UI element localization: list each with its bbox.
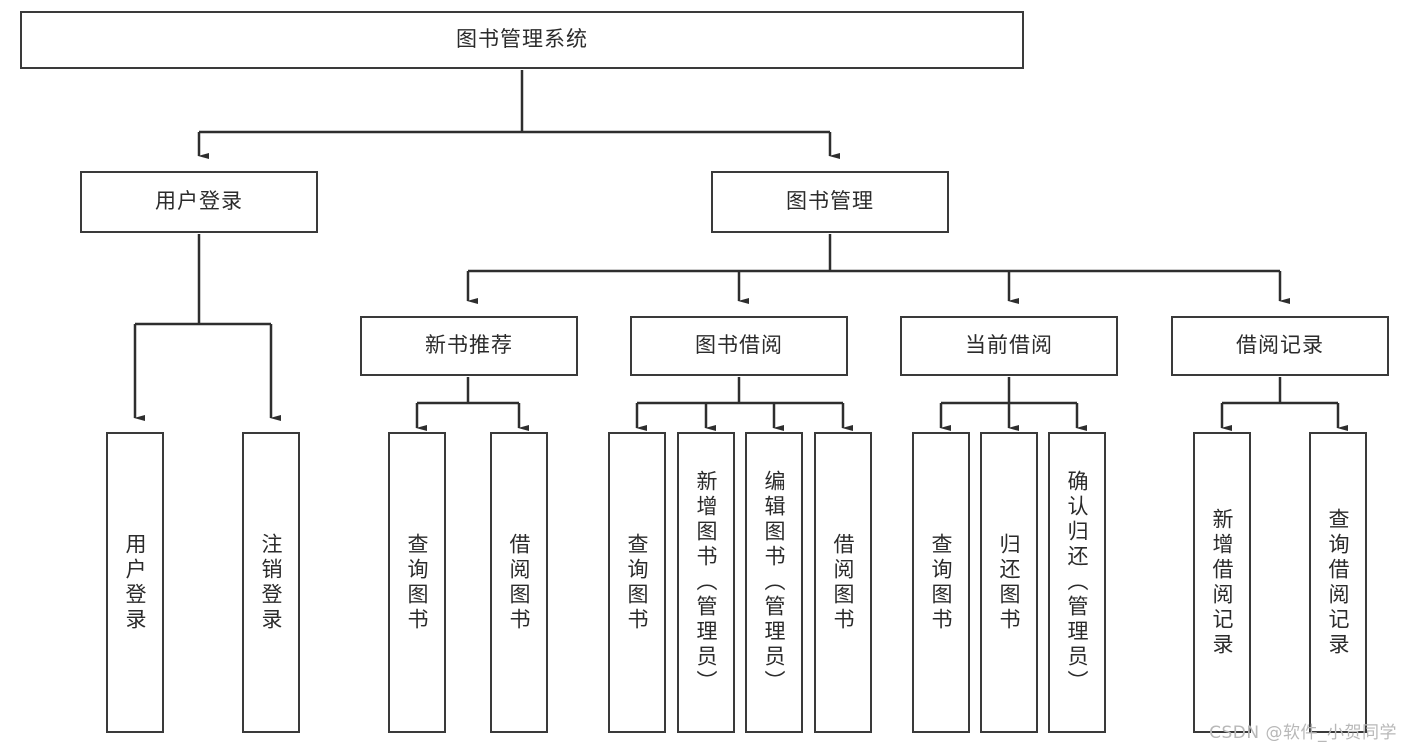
- node-book-borrow[interactable]: 图书借阅: [630, 316, 848, 376]
- node-leaf-user-logout-label: 注销登录: [259, 532, 284, 633]
- node-leaf-query-book-3-label: 查询图书: [929, 532, 954, 633]
- node-leaf-query-book-2-label: 查询图书: [625, 532, 650, 633]
- node-leaf-add-record-label: 新增借阅记录: [1210, 507, 1235, 658]
- node-leaf-return-book[interactable]: 归还图书: [980, 432, 1038, 733]
- node-current-borrow-label: 当前借阅: [965, 333, 1053, 358]
- node-new-book-recommend-label: 新书推荐: [425, 333, 513, 358]
- node-leaf-borrow-book-1[interactable]: 借阅图书: [490, 432, 548, 733]
- node-user-login-label: 用户登录: [155, 189, 243, 214]
- node-leaf-user-login-label: 用户登录: [123, 532, 148, 633]
- node-leaf-confirm-return-label: 确认归还（管理员）: [1065, 470, 1090, 695]
- node-user-login[interactable]: 用户登录: [80, 171, 318, 233]
- node-leaf-borrow-book-1-label: 借阅图书: [507, 532, 532, 633]
- node-book-borrow-label: 图书借阅: [695, 333, 783, 358]
- node-leaf-query-book-1[interactable]: 查询图书: [388, 432, 446, 733]
- node-root-label: 图书管理系统: [456, 27, 588, 52]
- node-leaf-return-book-label: 归还图书: [997, 532, 1022, 633]
- node-borrow-record-label: 借阅记录: [1236, 333, 1324, 358]
- node-leaf-query-book-2[interactable]: 查询图书: [608, 432, 666, 733]
- node-leaf-add-book-label: 新增图书（管理员）: [694, 470, 719, 695]
- node-current-borrow[interactable]: 当前借阅: [900, 316, 1118, 376]
- node-book-manage[interactable]: 图书管理: [711, 171, 949, 233]
- node-leaf-confirm-return[interactable]: 确认归还（管理员）: [1048, 432, 1106, 733]
- node-leaf-edit-book-label: 编辑图书（管理员）: [762, 470, 787, 695]
- node-leaf-add-book[interactable]: 新增图书（管理员）: [677, 432, 735, 733]
- node-leaf-borrow-book-2-label: 借阅图书: [831, 532, 856, 633]
- node-leaf-edit-book[interactable]: 编辑图书（管理员）: [745, 432, 803, 733]
- node-leaf-user-login[interactable]: 用户登录: [106, 432, 164, 733]
- node-leaf-query-book-1-label: 查询图书: [405, 532, 430, 633]
- node-leaf-user-logout[interactable]: 注销登录: [242, 432, 300, 733]
- node-new-book-recommend[interactable]: 新书推荐: [360, 316, 578, 376]
- node-leaf-query-record[interactable]: 查询借阅记录: [1309, 432, 1367, 733]
- node-leaf-add-record[interactable]: 新增借阅记录: [1193, 432, 1251, 733]
- node-leaf-borrow-book-2[interactable]: 借阅图书: [814, 432, 872, 733]
- node-borrow-record[interactable]: 借阅记录: [1171, 316, 1389, 376]
- node-leaf-query-book-3[interactable]: 查询图书: [912, 432, 970, 733]
- node-root[interactable]: 图书管理系统: [20, 11, 1024, 69]
- node-book-manage-label: 图书管理: [786, 189, 874, 214]
- node-leaf-query-record-label: 查询借阅记录: [1326, 507, 1351, 658]
